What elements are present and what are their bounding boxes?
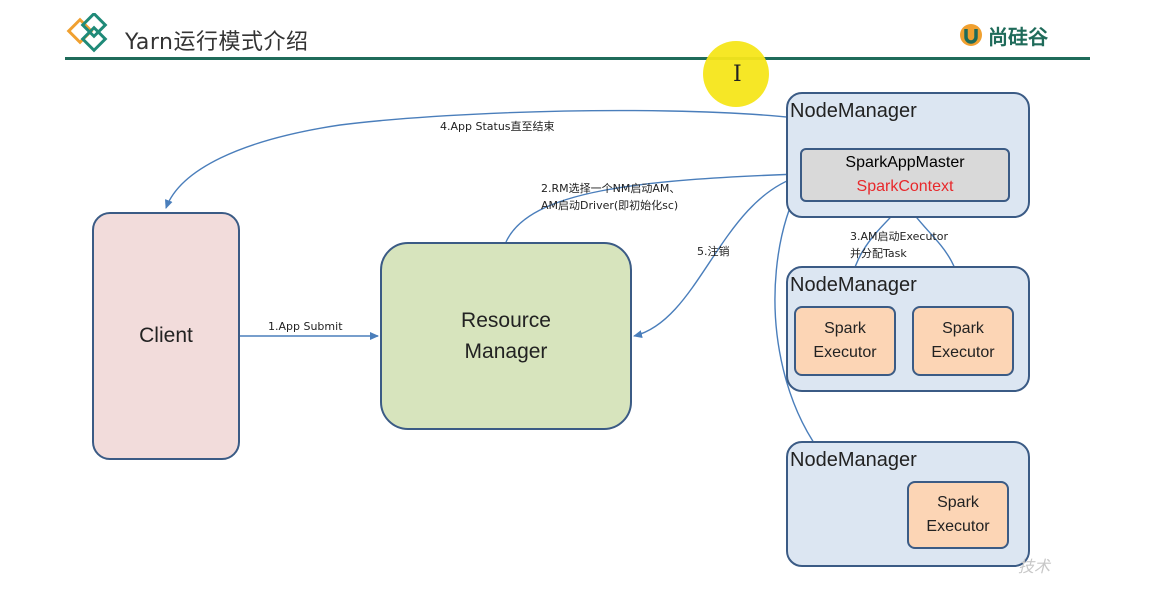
brand-name: 尚硅谷: [988, 24, 1048, 49]
label-step2-line2: AM启动Driver(即初始化sc): [541, 199, 679, 212]
arrow-rm-start-am: [505, 170, 799, 243]
node-manager-label: NodeManager: [790, 100, 917, 122]
spark-executor-3: Spark Executor: [907, 481, 1009, 549]
executor-label-line1: Spark: [937, 494, 979, 511]
spark-app-master: SparkAppMaster SparkContext: [800, 148, 1010, 202]
label-step2-line1: 2.RM选择一个NM启动AM、: [541, 182, 681, 195]
brand-logo: 尚硅谷: [958, 21, 1048, 49]
client-label: Client: [139, 324, 193, 347]
watermark: 技术: [1018, 559, 1051, 576]
executor-label-line2: Executor: [931, 344, 995, 361]
rm-label-line2: Manager: [464, 340, 548, 363]
executor-label-line1: Spark: [942, 320, 984, 337]
brand-mark-icon: [960, 24, 982, 46]
header-divider: [65, 57, 1090, 60]
node-manager-label: NodeManager: [790, 449, 917, 471]
text-cursor-icon: I: [733, 62, 742, 87]
resource-manager-node: Resource Manager: [380, 242, 632, 430]
spark-executor-2: Spark Executor: [912, 306, 1014, 376]
cursor-highlight: [703, 41, 769, 107]
executor-label-line2: Executor: [926, 518, 990, 535]
app-master-name: SparkAppMaster: [845, 154, 965, 171]
client-node: Client: [92, 212, 240, 460]
diamond-logo-icon: [66, 13, 108, 53]
arrow-unregister: [633, 175, 801, 338]
label-step3-line2: 并分配Task: [850, 247, 907, 260]
spark-executor-1: Spark Executor: [794, 306, 896, 376]
page-title: Yarn运行模式介绍: [125, 30, 309, 55]
label-step1: 1.App Submit: [268, 320, 343, 333]
label-step3-line1: 3.AM启动Executor: [850, 230, 948, 243]
rm-label-line1: Resource: [461, 309, 551, 332]
executor-label-line2: Executor: [813, 344, 877, 361]
label-step4: 4.App Status直至结束: [440, 120, 555, 133]
label-step5: 5.注销: [697, 245, 730, 258]
executor-label-line1: Spark: [824, 320, 866, 337]
node-manager-label: NodeManager: [790, 274, 917, 296]
spark-context-label: SparkContext: [856, 178, 954, 195]
